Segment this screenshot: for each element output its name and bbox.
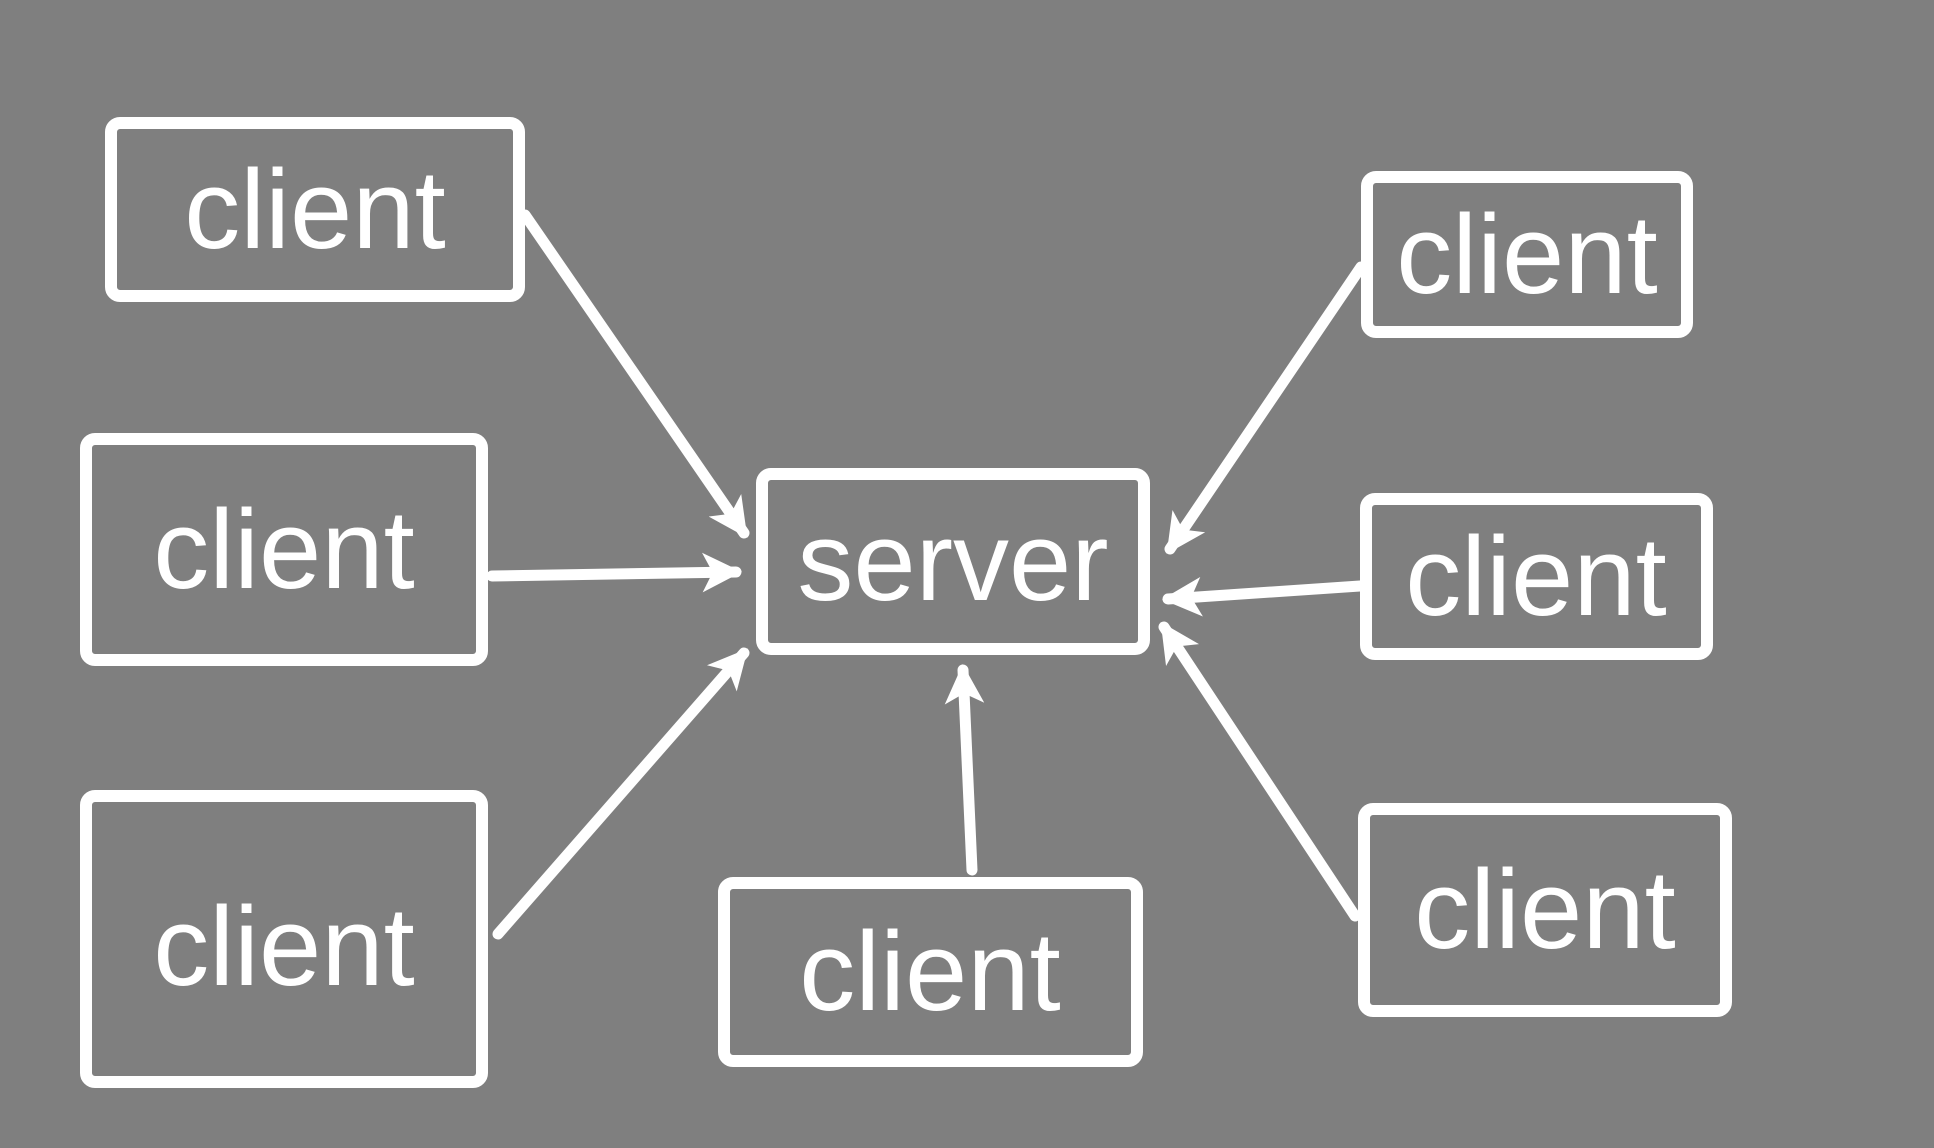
- node-client-bottom-center: client: [718, 877, 1143, 1067]
- arrow-client-bottom-center-to-server: [944, 664, 985, 876]
- node-client-bottom-center-label: client: [799, 909, 1060, 1034]
- node-client-middle-left: client: [80, 433, 488, 666]
- node-server-label: server: [797, 499, 1108, 624]
- node-client-bottom-center-box: [718, 877, 1143, 1067]
- arrow-client-bottom-right-to-server: [1158, 621, 1361, 922]
- node-group: client client client client server clien: [80, 117, 1732, 1088]
- node-client-bottom-right-label: client: [1414, 847, 1675, 972]
- node-client-top-left-box: [105, 117, 525, 302]
- node-client-top-right-box: [1361, 171, 1693, 338]
- node-client-top-right-label: client: [1396, 192, 1657, 317]
- arrow-client-top-right-to-server: [1164, 261, 1367, 555]
- node-client-middle-right: client: [1360, 493, 1713, 660]
- node-client-top-right: client: [1361, 171, 1693, 338]
- arrow-client-middle-right-to-server: [1162, 576, 1366, 617]
- node-client-top-left: client: [105, 117, 525, 302]
- node-client-middle-right-label: client: [1405, 514, 1666, 639]
- node-client-bottom-right-box: [1358, 803, 1732, 1017]
- node-client-bottom-right: client: [1358, 803, 1732, 1017]
- node-server: server: [756, 468, 1150, 655]
- node-client-bottom-left-label: client: [153, 884, 414, 1009]
- node-server-box: [756, 468, 1150, 655]
- edge-group: [486, 209, 1367, 940]
- node-client-middle-right-box: [1360, 493, 1713, 660]
- node-client-middle-left-label: client: [153, 487, 414, 612]
- arrow-client-middle-left-to-server: [486, 552, 742, 593]
- node-client-bottom-left: client: [80, 790, 488, 1088]
- arrow-client-top-left-to-server: [519, 209, 750, 539]
- node-client-top-left-label: client: [184, 147, 445, 272]
- arrow-client-bottom-left-to-server: [492, 647, 750, 940]
- node-client-middle-left-box: [80, 433, 488, 666]
- node-client-bottom-left-box: [80, 790, 488, 1088]
